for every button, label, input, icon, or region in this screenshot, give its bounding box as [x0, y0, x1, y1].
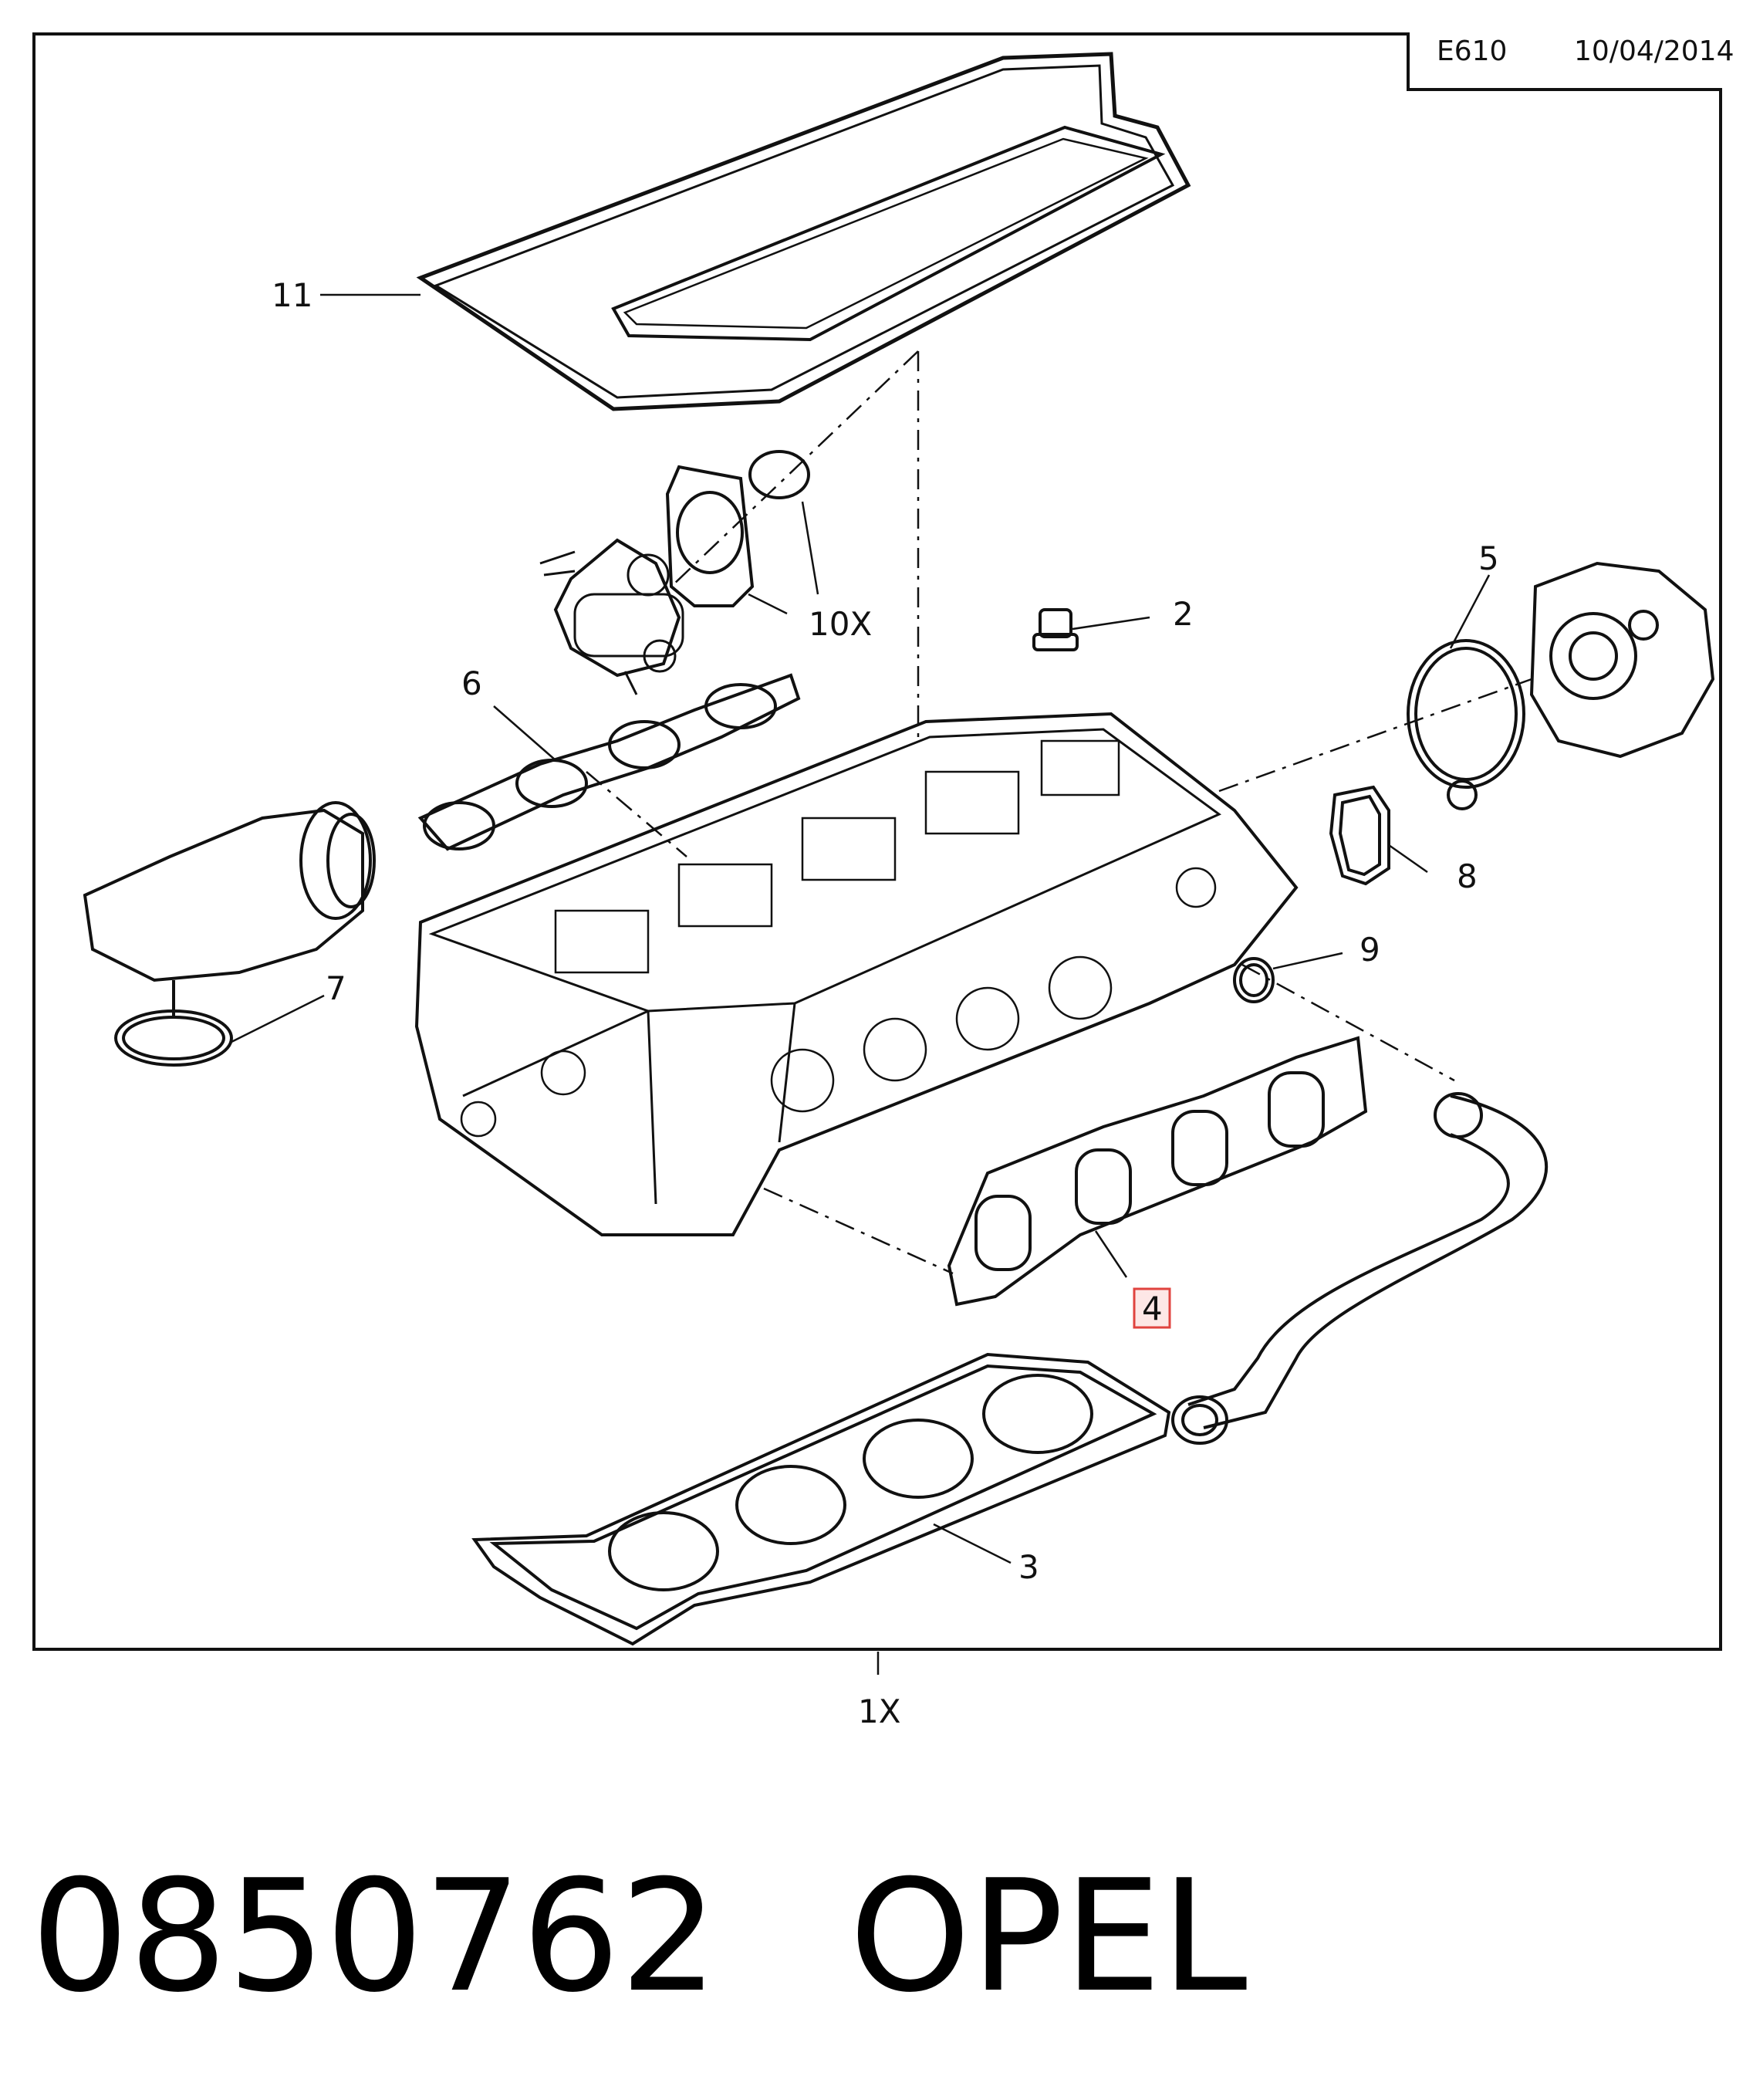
coolant-hose — [1171, 1092, 1549, 1445]
vacuum-pump — [1407, 561, 1715, 810]
callout-5: 5 — [1478, 539, 1499, 577]
o-ring — [1233, 957, 1275, 1003]
part-footer: 0850762 OPEL — [31, 1845, 1248, 2030]
callout-3: 3 — [1018, 1548, 1039, 1586]
diagram-date: 10/04/2014 — [1574, 36, 1734, 67]
part-number: 0850762 — [31, 1847, 718, 2027]
callout-8: 8 — [1457, 857, 1478, 895]
diagram-frame — [32, 32, 1722, 1651]
alignment-lines — [586, 350, 1532, 1275]
kit-label: 1X — [858, 1693, 901, 1730]
side-cover-gasket — [1329, 785, 1390, 886]
callout-6: 6 — [461, 664, 482, 702]
callout-9: 9 — [1360, 931, 1380, 969]
plug — [1032, 608, 1079, 651]
head-gasket — [471, 1352, 1171, 1646]
intake-manifold-gasket — [417, 673, 801, 851]
diagram-code: E610 — [1437, 36, 1507, 67]
cylinder-head — [414, 712, 1299, 1236]
brand-name: OPEL — [849, 1847, 1248, 2027]
fuel-pump-assembly — [539, 450, 810, 695]
callout-4: 4 — [1142, 1290, 1163, 1327]
callout-11: 11 — [272, 276, 312, 314]
thermostat-housing — [83, 801, 376, 1067]
callout-10x: 10X — [809, 605, 872, 643]
callout-7: 7 — [326, 969, 346, 1007]
exhaust-manifold-gasket — [947, 1036, 1368, 1307]
valve-cover-gasket — [416, 52, 1191, 411]
callout-4-highlight — [1133, 1287, 1171, 1329]
callout-2: 2 — [1173, 595, 1194, 633]
leader-lines — [231, 293, 1491, 1675]
